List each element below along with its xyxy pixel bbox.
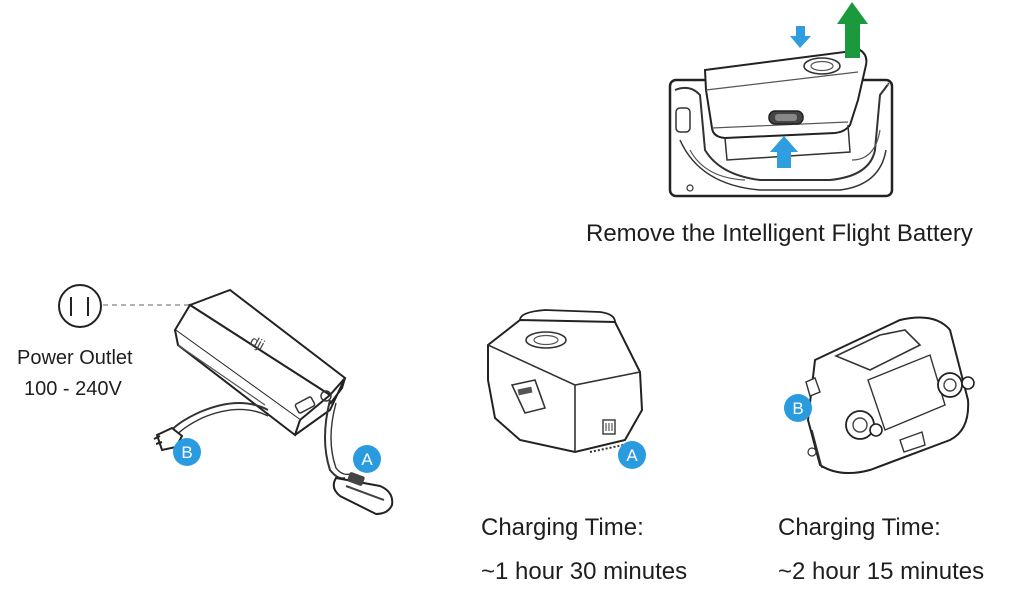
remote-charging-time-value: ~2 hour 15 minutes bbox=[778, 558, 985, 585]
badge-a-battery: A bbox=[618, 441, 646, 469]
flight-battery-illustration bbox=[487, 309, 644, 454]
svg-text:A: A bbox=[361, 450, 373, 469]
charger-illustration: dji bbox=[153, 288, 394, 516]
voltage-label: 100 - 240V bbox=[24, 378, 122, 400]
push-up-arrow-icon bbox=[770, 136, 798, 168]
battery-charging-time-label: Charging Time: bbox=[481, 514, 644, 541]
remote-controller-illustration bbox=[805, 316, 975, 475]
remove-battery-caption: Remove the Intelligent Flight Battery bbox=[586, 220, 973, 247]
power-outlet-icon bbox=[58, 284, 102, 328]
svg-text:dji: dji bbox=[248, 332, 268, 353]
press-down-arrow-icon bbox=[790, 26, 811, 48]
badge-a-charger: A bbox=[353, 445, 381, 473]
battery-charging-time-value: ~1 hour 30 minutes bbox=[481, 558, 688, 585]
svg-text:B: B bbox=[792, 399, 803, 418]
badge-b-charger: B bbox=[173, 438, 201, 466]
svg-text:A: A bbox=[626, 446, 638, 465]
battery-removal-illustration bbox=[668, 2, 894, 198]
remote-charging-time-label: Charging Time: bbox=[778, 514, 941, 541]
svg-text:B: B bbox=[181, 443, 192, 462]
pull-up-arrow-icon bbox=[837, 2, 868, 58]
badge-b-remote: B bbox=[784, 394, 812, 422]
power-outlet-label: Power Outlet bbox=[17, 347, 133, 369]
